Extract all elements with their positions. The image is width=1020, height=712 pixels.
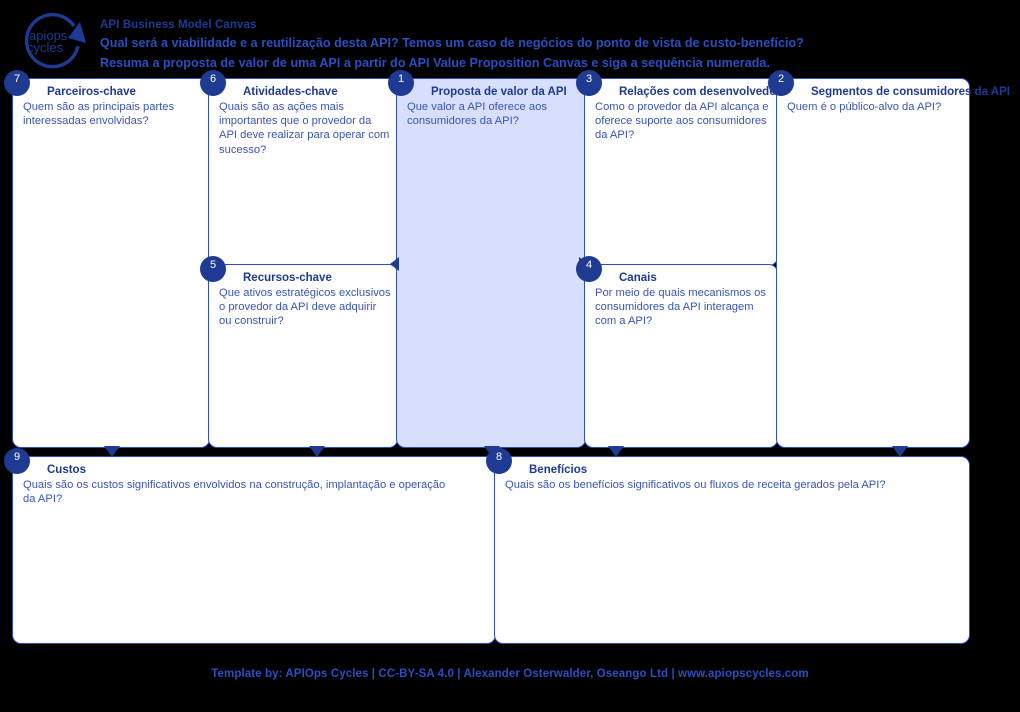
business-model-canvas: 7 Parceiros-chave Quem são as principais… (4, 70, 1010, 644)
panel-title: Proposta de valor da API (431, 86, 567, 98)
panel-title: Segmentos de consumidores da API (811, 86, 1010, 98)
panel-description: Como o provedor da API alcança e oferece… (595, 101, 769, 142)
connector-arrow-down-icon (104, 446, 120, 457)
panel-description: Quem são as principais partes interessad… (23, 101, 175, 128)
panel-canais[interactable]: 4 Canais Por meio de quais mecanismos os… (576, 256, 778, 448)
panel-proposta-de-valor-da-api[interactable]: 1 Proposta de valor da API Que valor a A… (388, 70, 586, 448)
panel-number-badge: 4 (576, 256, 602, 282)
panel-title: Benefícios (529, 464, 588, 476)
svg-text:cycles: cycles (27, 40, 64, 55)
panel-number-badge: 3 (576, 70, 602, 96)
panel-number-badge: 6 (200, 70, 226, 96)
panel-title: Relações com desenvolvedores (619, 86, 794, 98)
panel-number-badge: 2 (768, 70, 794, 96)
panel-title: Canais (619, 272, 657, 284)
panel-relacoes-com-desenvolvedores[interactable]: 3 Relações com desenvolvedores Como o pr… (576, 70, 794, 266)
panel-number-badge: 9 (4, 448, 30, 474)
panel-atividades-chave[interactable]: 6 Atividades-chave Quais são as ações ma… (200, 70, 398, 266)
panel-title: Recursos-chave (243, 272, 332, 284)
page-subtitle-line-2: Resuma a proposta de valor de uma API a … (100, 56, 770, 70)
logo-circular-arrow-icon: apiops cycles (24, 12, 86, 69)
panel-description: Por meio de quais mecanismos os consumid… (595, 287, 766, 328)
connector-arrow-down-icon (892, 446, 908, 457)
panel-description: Quais são os custos significativos envol… (23, 479, 446, 506)
header-text-block: API Business Model Canvas Qual será a vi… (100, 18, 1000, 73)
panel-description: Que valor a API oferece aos consumidores… (407, 101, 547, 128)
connector-arrow-down-icon (608, 446, 624, 457)
footer-credits: Template by: APIOps Cycles | CC-BY-SA 4.… (211, 668, 809, 680)
panel-number-badge: 1 (388, 70, 414, 96)
connector-arrow-left-icon (390, 257, 399, 271)
panel-number-badge: 7 (4, 70, 30, 96)
connector-arrow-down-icon (309, 446, 325, 457)
panel-description: Quais são os benefícios significativos o… (505, 479, 886, 491)
panel-description: Que ativos estratégicos exclusivos o pro… (219, 287, 391, 328)
svg-text:apiops: apiops (29, 28, 68, 43)
panel-title: Parceiros-chave (47, 86, 136, 98)
panel-description: Quais são as ações mais importantes que … (219, 101, 390, 156)
page-header: apiops cycles API Business Model Canvas … (0, 0, 1020, 78)
apiops-cycles-logo: apiops cycles (14, 12, 92, 72)
panel-recursos-chave[interactable]: 5 Recursos-chave Que ativos estratégicos… (200, 256, 398, 448)
panel-parceiros-chave[interactable]: 7 Parceiros-chave Quem são as principais… (4, 70, 210, 448)
panel-title: Custos (47, 464, 86, 476)
panel-title: Atividades-chave (243, 86, 338, 98)
page-title: API Business Model Canvas (100, 19, 257, 31)
page-subtitle-line-1: Qual será a viabilidade e a reutilização… (100, 36, 804, 50)
panel-number-badge: 5 (200, 256, 226, 282)
panel-description: Quem é o público-alvo da API? (787, 101, 942, 113)
panel-custos[interactable]: 9 Custos Quais são os custos significati… (4, 448, 496, 644)
panel-number-badge: 8 (486, 448, 512, 474)
panel-beneficios[interactable]: 8 Benefícios Quais são os benefícios sig… (486, 448, 970, 644)
panel-segmentos-de-consumidores-da-api[interactable]: 2 Segmentos de consumidores da API Quem … (768, 70, 1010, 448)
